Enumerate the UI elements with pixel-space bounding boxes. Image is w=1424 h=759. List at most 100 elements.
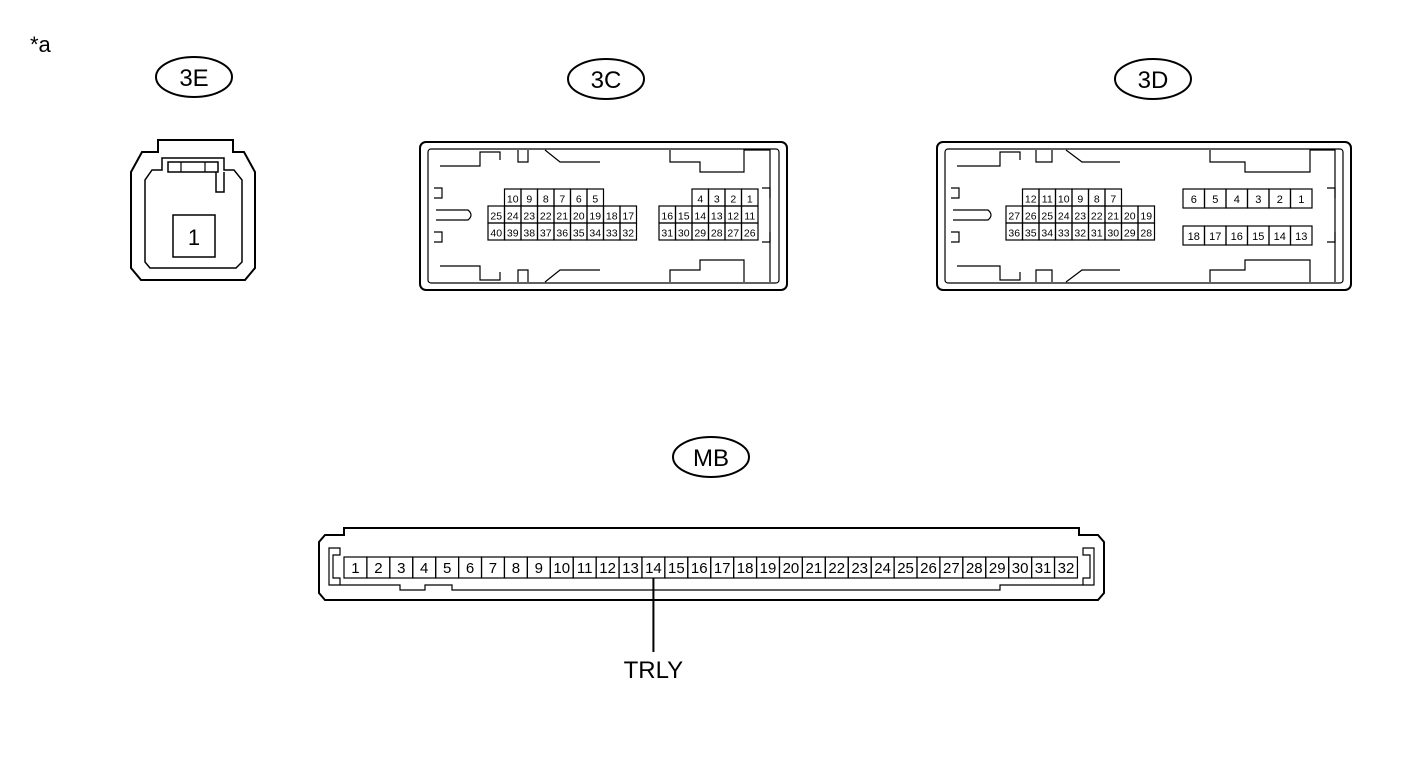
connector-3d-pin-cell-13 xyxy=(1289,225,1313,246)
connector-3d-pin-35: 35 xyxy=(1025,228,1037,240)
connector-3d-pin-17: 17 xyxy=(1209,231,1221,243)
connector-mb-pin-18: 18 xyxy=(737,560,754,577)
connector-3d-pin-19: 19 xyxy=(1140,211,1152,223)
connector-mb-pin-4: 4 xyxy=(420,560,428,577)
connector-3c-pin-7: 7 xyxy=(559,194,565,206)
connector-3d-pin-27: 27 xyxy=(1008,211,1020,223)
connector-mb-pin-15: 15 xyxy=(668,560,685,577)
connector-3c-latches xyxy=(434,149,771,283)
connector-3c-pin-27: 27 xyxy=(727,228,739,240)
connector-mb-pin-10: 10 xyxy=(553,560,570,577)
connector-3d-pin-25: 25 xyxy=(1041,211,1053,223)
connector-3e-id-oval xyxy=(155,56,233,98)
connector-3c-pin-25: 25 xyxy=(490,211,502,223)
connector-3c-pin-10: 10 xyxy=(507,194,519,206)
connector-3c-pin-37: 37 xyxy=(540,228,552,240)
trly-callout-label: TRLY xyxy=(624,657,684,684)
connector-mb-pin-13: 13 xyxy=(622,560,639,577)
connector-3c-pin-33: 33 xyxy=(606,228,618,240)
connector-mb-pin-7: 7 xyxy=(489,560,497,577)
connector-mb-pin-32: 32 xyxy=(1058,560,1075,577)
connector-mb-pin-20: 20 xyxy=(783,560,800,577)
connector-3d-pin-28: 28 xyxy=(1140,228,1152,240)
connector-3c-id: 3C xyxy=(591,67,622,94)
connector-3d-pin-11: 11 xyxy=(1042,194,1053,206)
connector-3d-latches xyxy=(951,149,1336,283)
connector-3c-pin-18: 18 xyxy=(606,211,618,223)
connector-3c-pin-21: 21 xyxy=(556,211,568,223)
connector-3c-pin-31: 31 xyxy=(661,228,673,240)
connector-3e-inner-wall xyxy=(144,157,243,269)
connector-3d-pin-31: 31 xyxy=(1091,228,1103,240)
connector-mb-pin-17: 17 xyxy=(714,560,731,577)
connector-3d-pin-6: 6 xyxy=(1191,194,1197,206)
connector-3c-pin-12: 12 xyxy=(727,211,739,223)
connector-3c-pin-30: 30 xyxy=(678,228,690,240)
connector-mb-pin-30: 30 xyxy=(1012,560,1029,577)
connector-3d-pin-13: 13 xyxy=(1295,231,1307,243)
connector-mb-pin-8: 8 xyxy=(512,560,520,577)
connector-3d-id: 3D xyxy=(1138,67,1169,94)
connector-mb-pin-12: 12 xyxy=(599,560,616,577)
connector-3d-pin-3: 3 xyxy=(1255,194,1261,206)
connector-3c-pin-40: 40 xyxy=(490,228,502,240)
connector-mb-pin-6: 6 xyxy=(466,560,474,577)
connector-3c-pin-5: 5 xyxy=(592,194,598,206)
connector-mb-pin-25: 25 xyxy=(897,560,914,577)
connector-3d-pin-32: 32 xyxy=(1074,228,1086,240)
connector-3c-pin-8: 8 xyxy=(543,194,549,206)
connector-3d-pin-14: 14 xyxy=(1274,231,1286,243)
connector-3c-pin-cell-26 xyxy=(740,222,759,241)
connector-3c-pin-24: 24 xyxy=(507,211,519,223)
connector-mb-pin-3: 3 xyxy=(397,560,405,577)
connector-3d-pin-9: 9 xyxy=(1077,194,1083,206)
connector-mb-pin-29: 29 xyxy=(989,560,1006,577)
connector-mb-pin-2: 2 xyxy=(374,560,382,577)
connector-3e-lock-tab xyxy=(167,161,219,173)
connector-3d-pin-30: 30 xyxy=(1107,228,1119,240)
connector-3c-pin-22: 22 xyxy=(540,211,552,223)
connector-3d-pin-18: 18 xyxy=(1188,231,1200,243)
connector-3c-pin-13: 13 xyxy=(711,211,723,223)
connector-3c-pin-9: 9 xyxy=(526,194,532,206)
connector-3c-pin-1: 1 xyxy=(747,194,753,206)
connector-mb-pin-28: 28 xyxy=(966,560,983,577)
connector-mb-id-oval xyxy=(672,436,750,478)
connector-3d-pin-16: 16 xyxy=(1231,231,1243,243)
connector-3c-pin-35: 35 xyxy=(573,228,585,240)
connector-mb-pin-5: 5 xyxy=(443,560,451,577)
connector-3d-pin-12: 12 xyxy=(1025,194,1037,206)
connector-3d-pin-cell-1 xyxy=(1289,188,1313,209)
connector-3c-pin-6: 6 xyxy=(576,194,582,206)
connector-mb-pin-23: 23 xyxy=(851,560,868,577)
connector-3c-housing xyxy=(419,141,788,291)
connector-3c-pin-11: 11 xyxy=(744,211,755,223)
connector-mb-pin-9: 9 xyxy=(535,560,543,577)
connector-3c-pin-34: 34 xyxy=(589,228,601,240)
connector-3d-pin-34: 34 xyxy=(1041,228,1053,240)
connector-3c-pin-20: 20 xyxy=(573,211,585,223)
connector-mb-pin-cell-32 xyxy=(1053,556,1079,579)
connector-3c-pin-14: 14 xyxy=(694,211,706,223)
connector-3d-pin-33: 33 xyxy=(1058,228,1070,240)
connector-3d-pin-21: 21 xyxy=(1107,211,1119,223)
connector-mb-pin-26: 26 xyxy=(920,560,937,577)
connector-3e-id: 3E xyxy=(179,65,208,92)
connector-3d-pin-26: 26 xyxy=(1025,211,1037,223)
connector-3c-pin-19: 19 xyxy=(589,211,601,223)
connector-3d-pin-10: 10 xyxy=(1058,194,1070,206)
connector-mb-housing xyxy=(318,527,1105,601)
connector-3d-pin-1: 1 xyxy=(1298,194,1304,206)
connector-3e-pin: 1 xyxy=(188,225,200,250)
connector-3d-id-oval xyxy=(1114,58,1192,100)
connector-mb-pin-19: 19 xyxy=(760,560,777,577)
connector-3d-pin-2: 2 xyxy=(1277,194,1283,206)
connector-3d-pin-20: 20 xyxy=(1124,211,1136,223)
